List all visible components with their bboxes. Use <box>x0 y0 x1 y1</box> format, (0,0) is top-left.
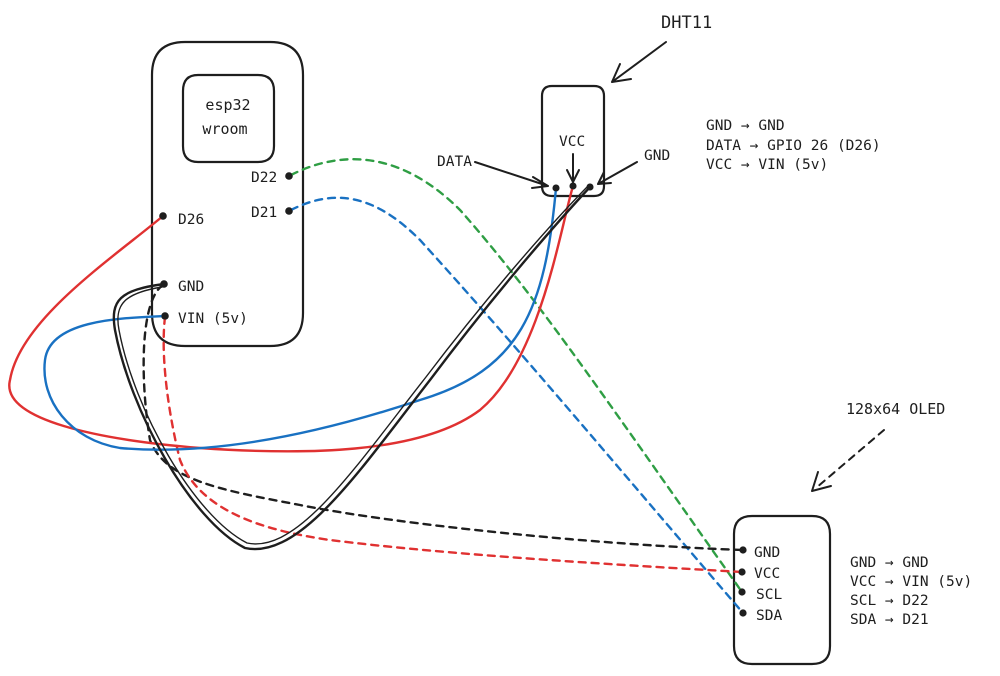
wire-d22-scl <box>289 158 744 594</box>
esp32-pin-d21-label: D21 <box>251 205 277 221</box>
dht11-note-2: DATA → GPIO 26 (D26) <box>706 138 881 154</box>
esp32-pin-vin-label: VIN (5v) <box>178 311 248 327</box>
wire-gnd-oled-gnd <box>142 283 745 552</box>
esp32-pin-d21-dot <box>285 207 293 215</box>
esp32-pin-gnd-dot <box>160 280 168 288</box>
esp32-board-outline <box>150 40 305 348</box>
pin-dots-top <box>159 172 747 617</box>
esp32-pin-vin-dot <box>161 312 169 320</box>
dht11-outline <box>540 84 606 198</box>
esp32-pin-d22-dot <box>285 172 293 180</box>
oled-title-arrowhead <box>811 471 832 492</box>
esp32-pin-d26-dot <box>159 212 167 220</box>
oled-note-1: GND → GND <box>850 555 929 571</box>
wire-d26-dht-vcc <box>8 184 575 453</box>
oled-pin-gnd-dot <box>739 546 747 554</box>
oled-pin-vcc-dot <box>738 568 746 576</box>
dht11-title-arrow <box>611 41 667 83</box>
dht11-note-3: VCC → VIN (5v) <box>706 157 828 173</box>
dht11-gnd-callout-arrow <box>597 161 638 185</box>
dht11-title: DHT11 <box>661 13 712 33</box>
oled-title: 128x64 OLED <box>846 400 945 418</box>
oled-note-4: SDA → D21 <box>850 612 929 628</box>
dht11-pin-gnd-label: GND <box>644 148 670 164</box>
oled-note-2: VCC → VIN (5v) <box>850 574 972 590</box>
oled-pin-sda-label: SDA <box>756 608 782 624</box>
wires <box>8 158 745 615</box>
oled-note-3: SCL → D22 <box>850 593 929 609</box>
wire-vin-dht-data <box>43 186 558 451</box>
esp32-pin-gnd-label: GND <box>178 279 204 295</box>
esp32-pin-d22-label: D22 <box>251 170 277 186</box>
oled-title-arrow <box>815 429 885 489</box>
wire-gnd-dht-gnd-trace <box>117 185 589 545</box>
esp32-chip-label-line2: wroom <box>202 120 247 138</box>
esp32-chip-label-line1: esp32 <box>205 96 250 114</box>
oled-pin-vcc-label: VCC <box>754 566 780 582</box>
esp32-board: esp32 wroom D22 D21 D26 GND VIN (5v) <box>150 40 305 348</box>
dht11-vcc-callout-arrow <box>566 153 580 183</box>
dht11-sensor: DHT11 DATA VCC GND GND → GND DATA → GPIO… <box>437 13 881 198</box>
oled-pin-gnd-label: GND <box>754 545 780 561</box>
wire-vin-oled-vcc <box>162 315 744 574</box>
esp32-pin-d26-label: D26 <box>178 212 204 228</box>
wire-d21-sda <box>289 196 745 615</box>
dht11-note-1: GND → GND <box>706 118 785 134</box>
oled-display: 128x64 OLED GND VCC SCL SDA GND → GND VC… <box>732 400 972 666</box>
dht11-pin-vcc-label: VCC <box>559 134 585 150</box>
dht11-pin-data-dot <box>552 184 560 192</box>
dht11-data-callout-arrow <box>474 161 549 189</box>
oled-pin-scl-label: SCL <box>756 587 782 603</box>
dht11-pin-vcc-dot <box>569 182 577 190</box>
wire-gnd-dht-gnd <box>112 185 592 551</box>
oled-pin-sda-dot <box>739 609 747 617</box>
dht11-pin-gnd-dot <box>586 183 594 191</box>
oled-pin-scl-dot <box>738 588 746 596</box>
oled-outline <box>732 514 832 666</box>
esp32-chip-outline <box>181 73 276 164</box>
dht11-pin-data-label: DATA <box>437 154 472 170</box>
